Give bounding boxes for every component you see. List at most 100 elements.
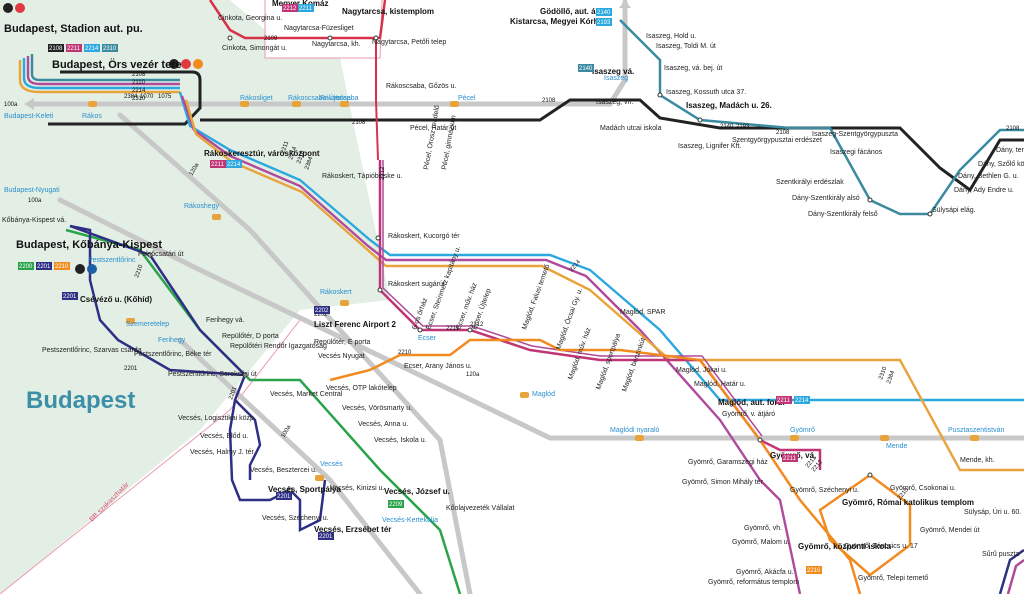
route-badge: 2212	[283, 6, 297, 12]
stop-label: Vecsés Nyugat	[318, 353, 365, 360]
stop-label: Vecsés, Széchenyi u.	[262, 515, 329, 522]
hev-icon	[193, 59, 203, 69]
route-number: 2310	[878, 365, 888, 380]
stop-label: Gyömrő, Táncsics u. 17	[844, 543, 918, 550]
route-badge: 2140	[597, 10, 611, 16]
stop-label: Pécel, Orosz rendelő	[423, 105, 441, 171]
rail-station-label: Rákoscsaba	[320, 95, 359, 102]
stop-label: Szentgyörgypusztai erdészet	[732, 137, 822, 144]
stop-label: Gyömrő, v. átjáró	[722, 411, 775, 418]
rail-station-label: Ferihegy	[158, 337, 186, 344]
stop-marker	[867, 197, 873, 203]
stop-label: Kőolajvezeték Vállalat	[446, 505, 515, 512]
stop-label: Maglód, Falusi temető	[521, 263, 551, 330]
train-icon	[635, 435, 644, 441]
stop-label: Maglód, műv. ház	[567, 326, 592, 380]
stop-label: Maglód, SPAR	[620, 309, 665, 316]
stop-label: Sűrű puszta	[982, 551, 1019, 558]
stop-label: Rákoskert sugárút	[388, 281, 445, 288]
route-badge: 2210	[807, 568, 821, 574]
stop-label: Dány-Szentkirály alsó	[792, 195, 860, 202]
route-badge-bg	[210, 160, 226, 168]
stop-label: Pécel, gimnázium	[441, 115, 458, 171]
route-badge-bg	[578, 64, 594, 72]
stop-label: Ferihegy vá.	[206, 317, 245, 324]
route-badge-bg	[84, 44, 100, 52]
rail-line-south	[117, 112, 473, 594]
rail-line-vecses	[177, 337, 423, 594]
metro-2-icon	[15, 3, 25, 13]
route-badge: 2211	[211, 162, 225, 168]
stop-label: Nagytarcsa, kh.	[312, 41, 361, 48]
rail-station-label: Rákoscsaba-Újtelep	[288, 93, 351, 102]
stop-label: Vecsés, Kinizsi u.	[330, 485, 385, 492]
stop-label: Gyömrő, vh.	[744, 525, 782, 532]
bus-line-2210	[329, 338, 862, 594]
bus-line-green	[65, 228, 462, 594]
train-icon	[450, 101, 459, 107]
stop-label: Isaszeg, Lignifer Kft.	[678, 143, 741, 150]
route-badge: 2209	[389, 502, 403, 508]
rail-station-label: Gyömrő	[790, 427, 815, 434]
city-boundary	[0, 319, 301, 594]
stop-marker	[867, 472, 873, 478]
stop-label: Isaszegi fácános	[830, 149, 883, 156]
train-icons	[88, 101, 979, 481]
route-number: 2110	[132, 80, 146, 86]
stop-label: Isaszeg, Toldi M. út	[656, 43, 716, 50]
stop-label: Maglód, Ócsai Gy. u.	[553, 287, 584, 351]
bus-line-right-edge	[998, 548, 1024, 594]
route-number: 2210	[134, 263, 144, 278]
stop-label: Maglód, Határ u.	[694, 381, 746, 388]
train-icon	[315, 475, 324, 481]
rail-station-label: Vecsés	[320, 461, 343, 468]
rail-station-label: Rákosliget	[240, 95, 273, 102]
terminal-nagytarcsa-kistemplom: Nagytarcsa, kistemplom	[342, 7, 434, 16]
route-badge: 2211	[777, 398, 791, 404]
metro-2-icon	[181, 59, 191, 69]
stop-label: Gyömrő, Mendei út	[920, 527, 980, 534]
rail-station-label: Budapest-Keleti	[4, 113, 54, 120]
route-number: 2108	[132, 72, 146, 78]
route-badge-bg	[276, 492, 292, 500]
rail-arrow-top	[619, 0, 631, 8]
stop-label: Vecsés, Logisztikai közp.	[178, 415, 256, 422]
rail-station-label: Maglód	[532, 391, 555, 398]
stop-label: Isaszeg, vh.	[596, 99, 633, 106]
stop-label: Gyömrő, Simon Mihály tér	[682, 479, 764, 486]
train-icon	[970, 435, 979, 441]
rail-station-label: Szemeretelep	[126, 321, 169, 328]
route-number: 2310	[132, 96, 146, 102]
stop-label: Vecsés, Besztercei u.	[250, 467, 317, 474]
terminal-airport: Liszt Ferenc Airport 2	[314, 320, 396, 329]
terminal-rakoskeresztur: Rákoskeresztúr, városközpont	[204, 149, 320, 158]
rail-arrow-left	[24, 98, 34, 110]
terminal-gyomro-iskola: Gyömrő, központi iskola	[798, 542, 891, 551]
route-badge-bg	[66, 44, 82, 52]
stop-label: Repülőtér, E porta	[314, 339, 371, 346]
route-badge-bg	[62, 292, 78, 300]
route-number: 100a	[28, 198, 42, 204]
stop-marker	[927, 211, 933, 217]
stop-marker	[242, 372, 248, 378]
metro-m-icon	[169, 59, 179, 69]
stop-label: Cinkota, Georgina u.	[218, 15, 282, 22]
route-badge-bg	[794, 396, 810, 404]
train-icon	[212, 214, 221, 220]
route-badge-bg	[36, 262, 52, 270]
route-badge: 2193	[597, 20, 611, 26]
route-number: 100a	[281, 424, 293, 439]
stop-label: Mende, kh.	[960, 457, 995, 464]
stop-label: Maglód, Jókai u.	[676, 367, 727, 374]
stop-label: Nagytarcsa, Petőfi telep	[372, 39, 446, 46]
terminal-kobanya: Budapest, Kőbánya-Kispest	[16, 239, 162, 251]
route-badge: 2310	[103, 46, 117, 52]
bus-bundle-west	[18, 54, 180, 94]
terminal-csevezo: Csévéző u. (Kőhíd)	[80, 295, 152, 304]
stop-marker	[417, 327, 423, 333]
route-number: 2193	[736, 124, 750, 130]
route-number: 2202	[314, 312, 328, 318]
stop-label: Gyömrő, Csokonai u.	[890, 485, 956, 492]
stop-label: Szentkirályi erdészlak	[776, 179, 844, 186]
